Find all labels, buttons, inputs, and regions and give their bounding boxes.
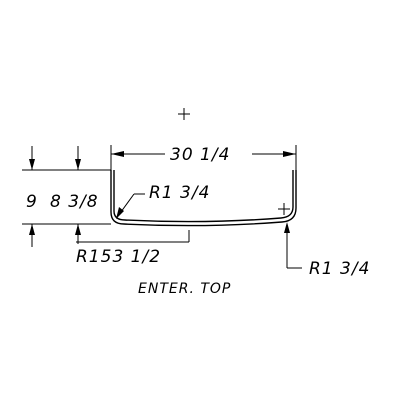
- center-mark-top: [178, 108, 190, 120]
- left-extension-lines: [22, 169, 111, 225]
- inner-height-dimension: 8 3/8: [50, 146, 99, 244]
- view-title: ENTER. TOP: [138, 281, 231, 297]
- right-radius-leader: R1 3/4: [284, 222, 370, 279]
- outer-height-label: 9: [26, 192, 38, 212]
- bottom-radius-leader: R153 1/2: [76, 230, 190, 267]
- part-profile: [110, 170, 297, 227]
- center-mark-right: [278, 203, 290, 215]
- outer-height-dimension: 9: [26, 146, 38, 247]
- width-dimension: 30 1/4: [110, 145, 297, 170]
- left-radius-label: R1 3/4: [149, 183, 210, 203]
- bottom-radius-label: R153 1/2: [76, 247, 161, 267]
- inner-height-label: 8 3/8: [50, 192, 99, 212]
- width-label: 30 1/4: [170, 145, 230, 165]
- left-radius-leader: R1 3/4: [116, 183, 210, 219]
- right-radius-label: R1 3/4: [309, 259, 370, 279]
